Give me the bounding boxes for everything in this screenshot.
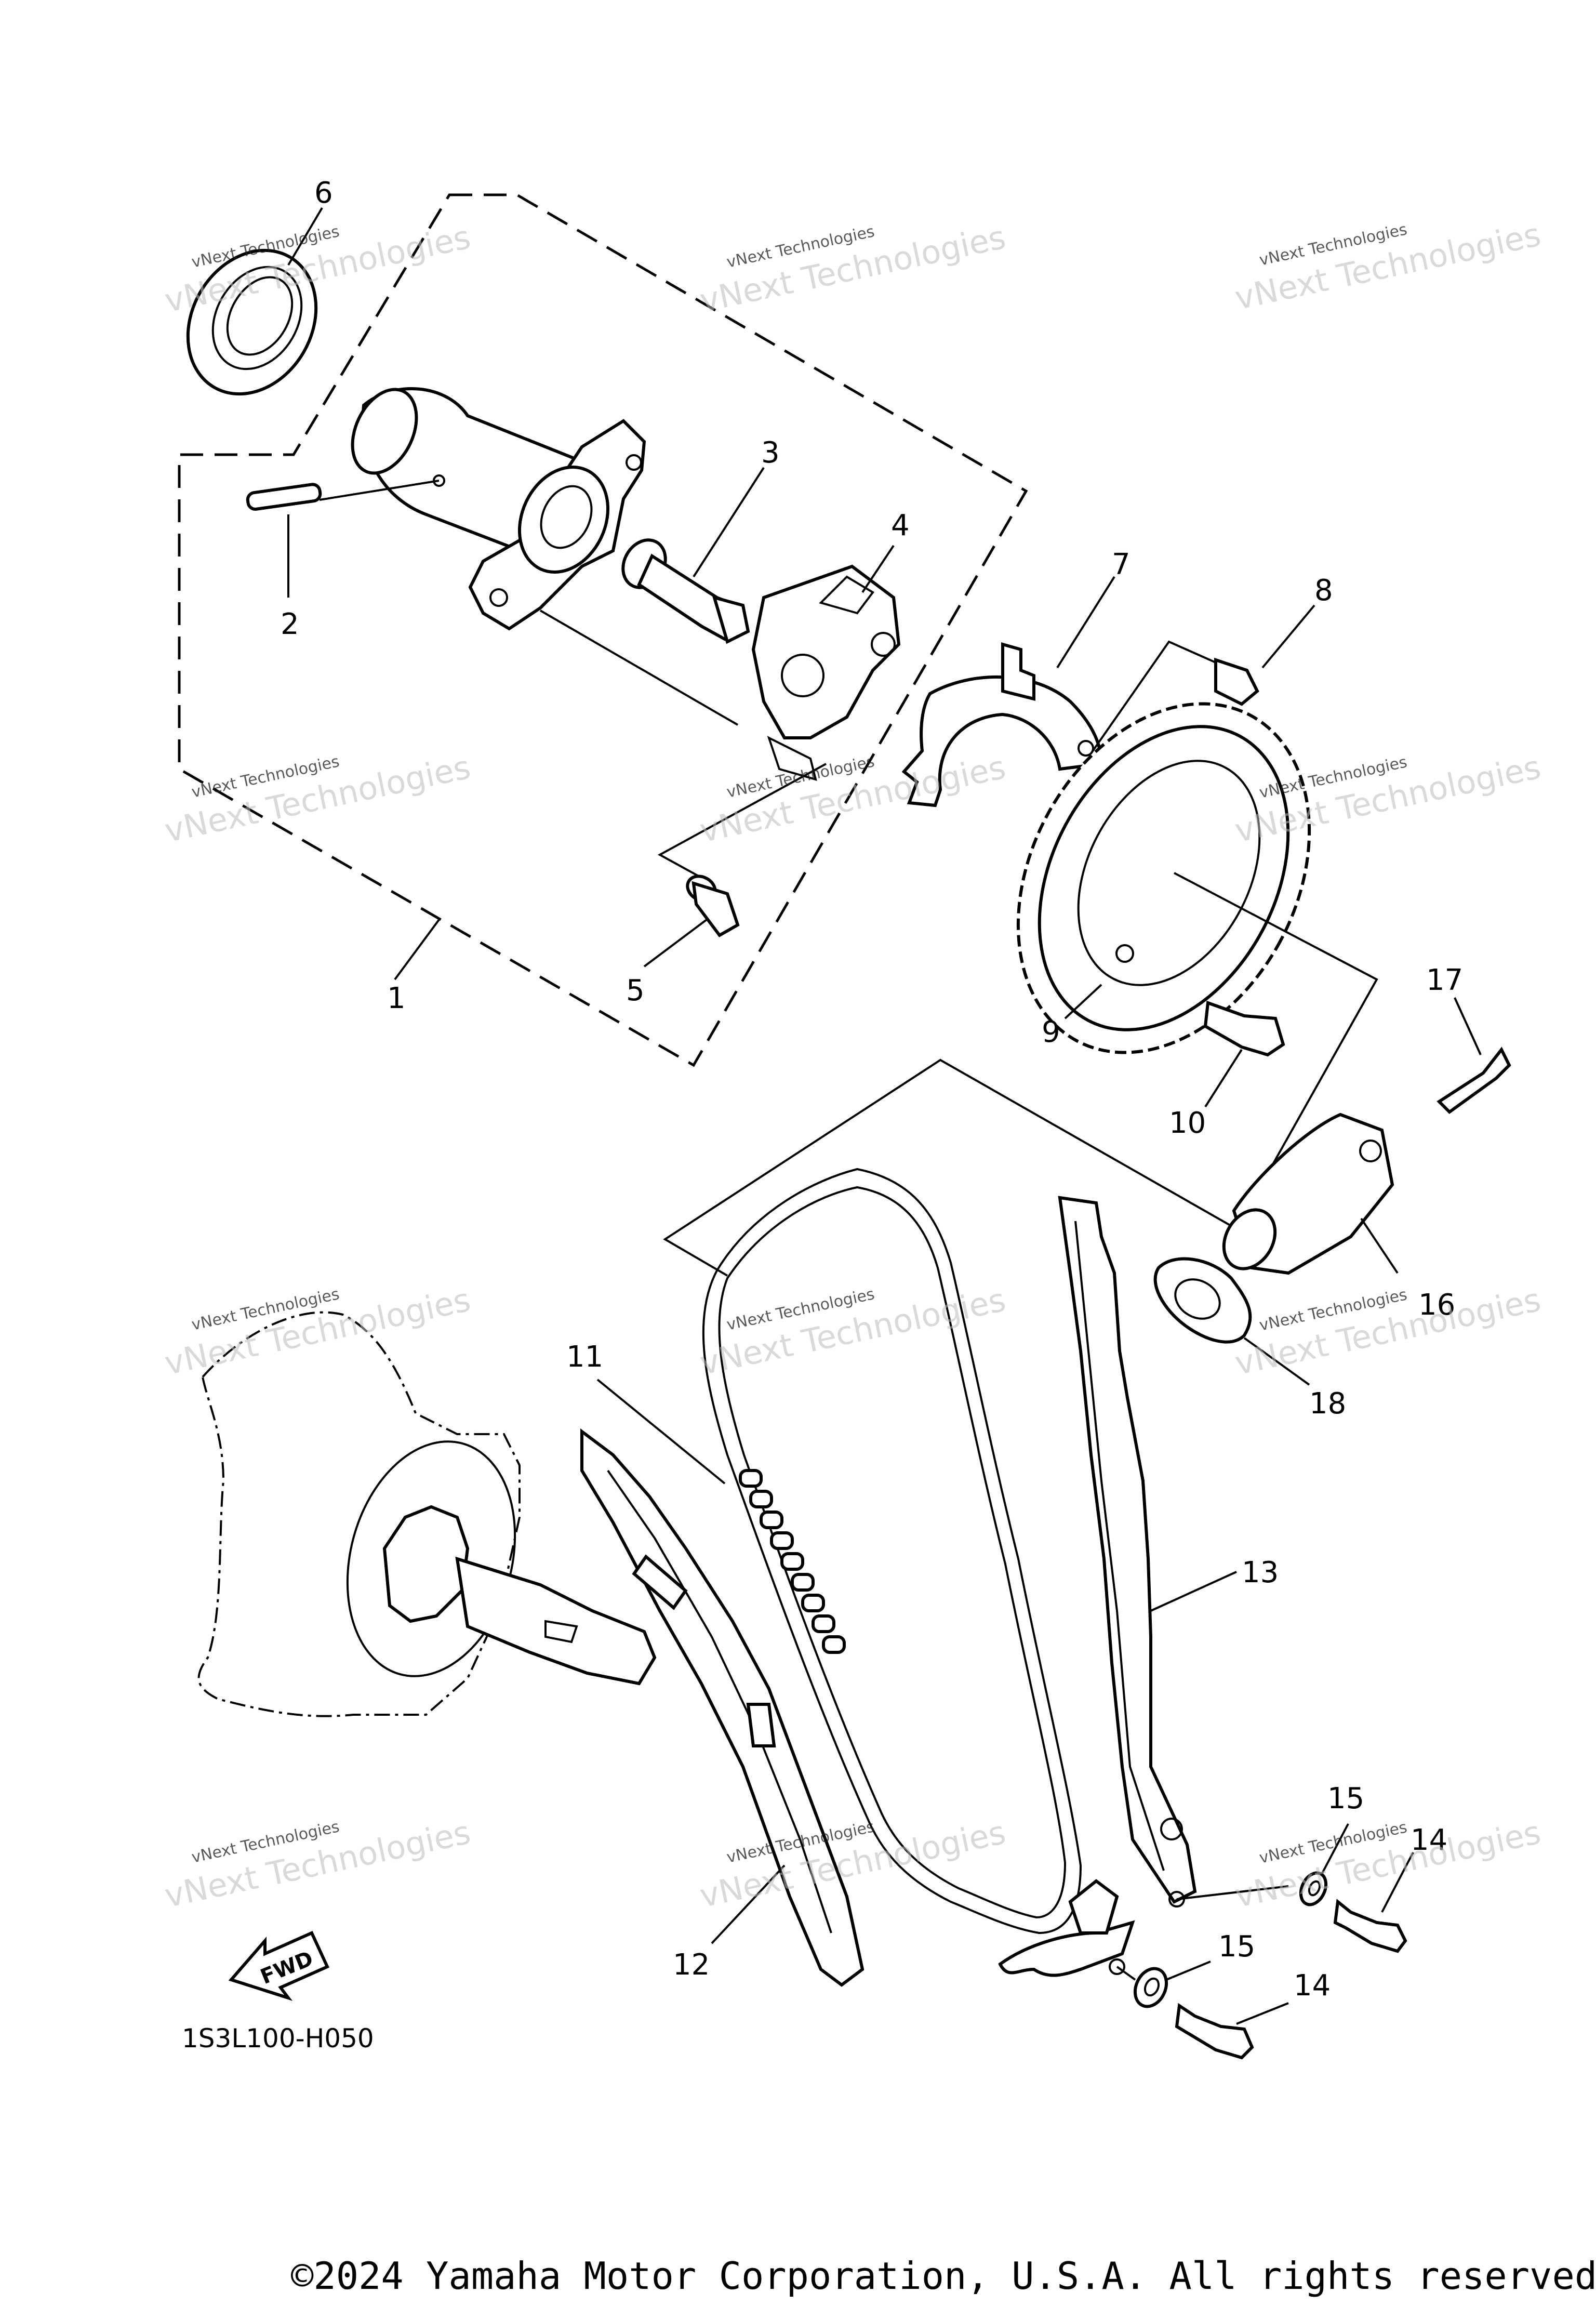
bolt-5 — [686, 875, 740, 937]
callout-5: 5 — [626, 974, 645, 1008]
callout-17: 17 — [1426, 963, 1463, 997]
watermark-1: vNext Technologies vNext Technologies — [162, 218, 474, 320]
chain-links-detail — [739, 1469, 846, 1654]
guide-lever — [998, 1879, 1185, 1977]
cam-chain-11 — [702, 1168, 1082, 1935]
watermark-7: vNext Technologies vNext Technologies — [162, 1280, 474, 1382]
callout-3: 3 — [761, 436, 780, 470]
fwd-arrow-icon: FWD — [228, 1931, 329, 2001]
decomp-plate-4 — [751, 564, 901, 781]
callout-15-upper: 15 — [1327, 1782, 1364, 1816]
leader-cam-plate — [539, 610, 739, 726]
crankshaft-reference — [197, 1311, 657, 1717]
chain-guide-13 — [1058, 1196, 1197, 1904]
callout-16: 16 — [1418, 1288, 1455, 1322]
assembly-boundary — [178, 193, 1028, 1067]
chain-guide-stopper-7 — [901, 642, 1103, 807]
tensioner-guide-12 — [580, 1428, 864, 1987]
diagram-code: 1S3L100-H050 — [182, 2023, 374, 2054]
callout-leaders — [287, 207, 1482, 2025]
callout-4: 4 — [891, 509, 910, 542]
bolt-14-lower — [1175, 2003, 1254, 2060]
dowel-pin-2 — [246, 480, 440, 511]
bolt-17 — [1437, 1046, 1511, 1114]
copyright-notice: ©2024 Yamaha Motor Corporation, U.S.A. A… — [291, 2254, 1596, 2298]
bolt-10 — [1203, 1000, 1285, 1057]
watermark-10: vNext Technologies vNext Technologies — [162, 1813, 474, 1915]
watermark-3: vNext Technologies vNext Technologies — [1232, 215, 1544, 317]
watermark-11: vNext Technologies vNext Technologies — [697, 1813, 1009, 1915]
cam-sprocket-9 — [1016, 702, 1311, 1054]
bolt-8 — [1090, 640, 1259, 754]
leader-9-10 — [663, 872, 1378, 1277]
watermark-9: vNext Technologies vNext Technologies — [1232, 1280, 1544, 1382]
callout-6: 6 — [314, 176, 333, 210]
callout-1: 1 — [387, 982, 406, 1015]
callout-14-upper: 14 — [1411, 1823, 1447, 1857]
callout-11: 11 — [566, 1340, 603, 1374]
callout-9: 9 — [1042, 1015, 1060, 1049]
washer-15-upper — [1299, 1871, 1328, 1906]
callout-12: 12 — [673, 1948, 710, 1982]
gasket-18 — [1153, 1257, 1252, 1344]
callout-14-lower: 14 — [1294, 1969, 1331, 2003]
callout-13: 13 — [1242, 1556, 1279, 1589]
callout-10: 10 — [1169, 1106, 1206, 1140]
bearing-6 — [186, 248, 318, 396]
callout-8: 8 — [1314, 574, 1333, 607]
washer-15-lower — [1133, 1967, 1168, 2008]
callout-15-lower: 15 — [1218, 1930, 1255, 1964]
bolt-14-upper — [1333, 1899, 1407, 1953]
watermark-4: vNext Technologies vNext Technologies — [162, 748, 474, 850]
callout-7: 7 — [1112, 548, 1130, 581]
watermark-8: vNext Technologies vNext Technologies — [697, 1280, 1009, 1382]
leader-lever-washers — [1176, 1885, 1289, 1900]
leader-lever-washers-2 — [1116, 1966, 1136, 1981]
watermark-2: vNext Technologies vNext Technologies — [697, 218, 1009, 320]
cam-chain-tensioner-16 — [1222, 1112, 1394, 1275]
leader-5 — [657, 763, 827, 884]
camshaft — [351, 387, 646, 631]
watermark-5: vNext Technologies vNext Technologies — [697, 748, 1009, 850]
callout-2: 2 — [281, 607, 299, 641]
callout-18: 18 — [1309, 1387, 1346, 1421]
decomp-shaft-3 — [621, 538, 750, 644]
